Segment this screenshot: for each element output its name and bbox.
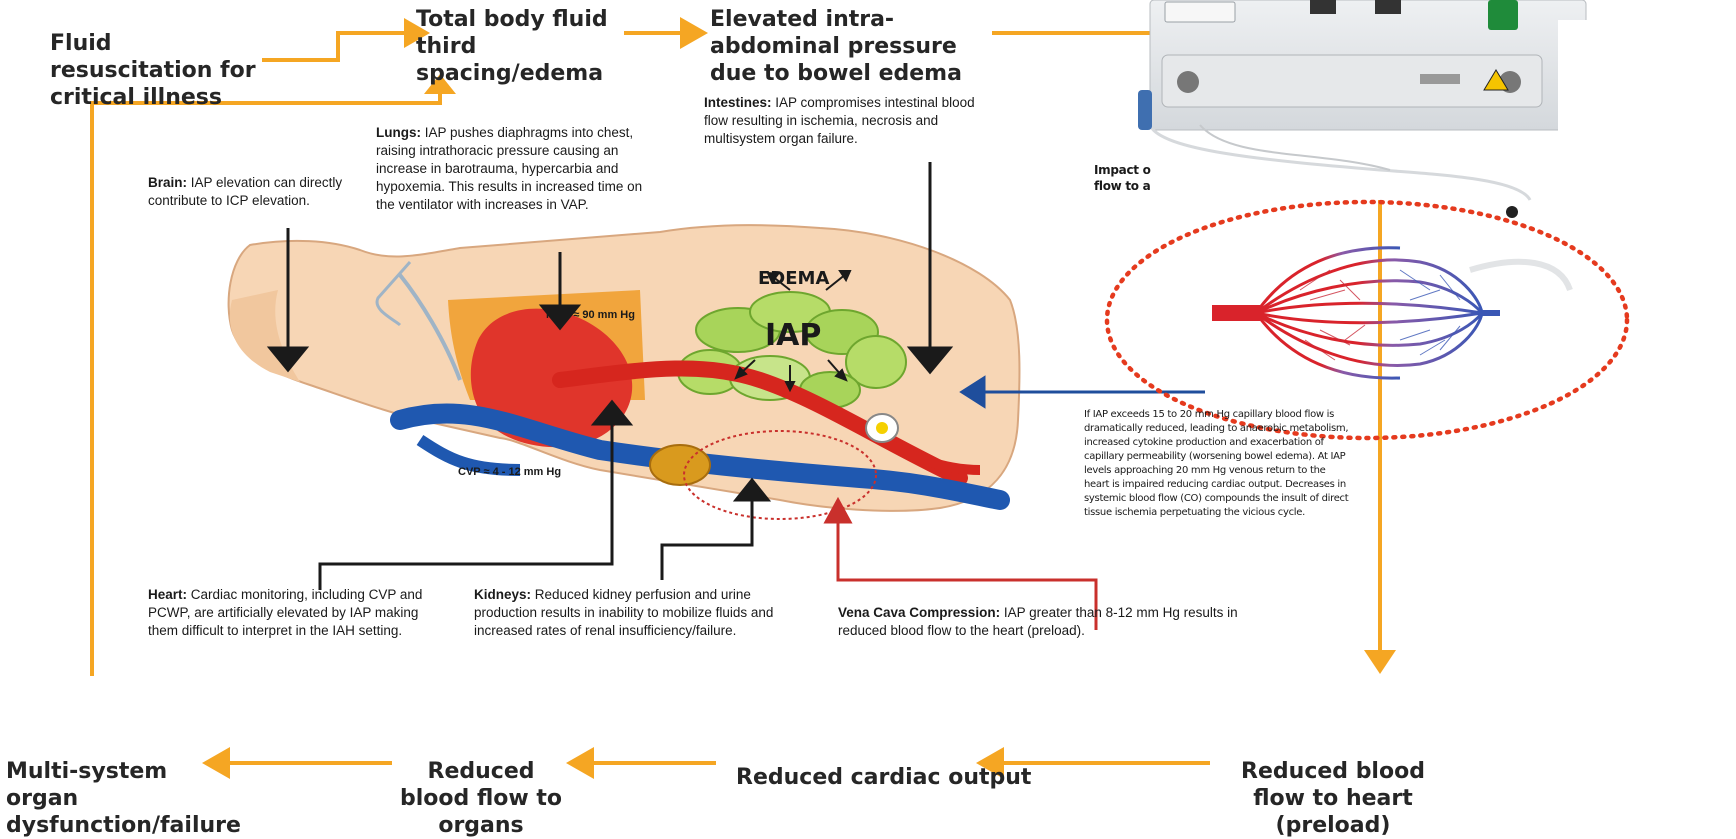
intestines-note: Intestines: IAP compromises intestinal b… [704,94,994,148]
kidneys-note-title: Kidneys: [474,587,531,602]
arrow-down-to-step4-head [1364,650,1396,674]
capillary-heading: Impact o flow to a [1094,162,1154,194]
kidneys-note: Kidneys: Reduced kidney perfusion and ur… [474,586,804,640]
flow-step-fluid-resuscitation: Fluid resuscitation for critical illness [50,30,270,111]
vena-cava-note-title: Vena Cava Compression: [838,605,1000,620]
flow-step-third-spacing: Total body fluid third spacing/edema [416,6,626,87]
flow-step-reduced-cardiac-output: Reduced cardiac output [736,764,996,791]
flow-step-reduced-organ-flow: Reduced blood flow to organs [396,758,566,839]
flow-step-organ-failure: Multi-system organ dysfunction/failure [6,758,206,839]
arrow-step5-to-step6-head [566,747,594,779]
heart-note-title: Heart: [148,587,187,602]
arrow-step2-to-step3-head [680,17,708,49]
heart-note: Heart: Cardiac monitoring, including CVP… [148,586,448,640]
patient-illustration: EDEMA IAP MAP ≈ 90 mm Hg CVP ≈ 4 - 12 mm… [229,225,1020,519]
arrow-step1-to-step2 [262,33,404,60]
capillary-highlight-ring [1107,202,1627,438]
flow-step-elevated-iap: Elevated intra-abdominal pressure due to… [710,6,1000,87]
vena-cava-note: Vena Cava Compression: IAP greater than … [838,604,1238,640]
lungs-note: Lungs: IAP pushes diaphragms into chest,… [376,124,664,214]
flow-step-reduced-preload: Reduced blood flow to heart (preload) [1218,758,1448,839]
cvp-label: CVP ≈ 4 - 12 mm Hg [458,466,561,478]
capillary-explanation: If IAP exceeds 15 to 20 mm Hg capillary … [1084,408,1350,520]
monitor-device-image [1138,0,1736,380]
heart-note-text: Cardiac monitoring, including CVP and PC… [148,587,422,638]
brain-note-title: Brain: [148,175,187,190]
iap-label: IAP [765,318,821,353]
edema-label: EDEMA [758,268,829,289]
intestines-note-title: Intestines: [704,95,772,110]
brain-note: Brain: IAP elevation can directly contri… [148,174,378,210]
lungs-note-title: Lungs: [376,125,421,140]
arrow-step6-to-step7-head [202,747,230,779]
capillary-illustration [1212,248,1500,378]
